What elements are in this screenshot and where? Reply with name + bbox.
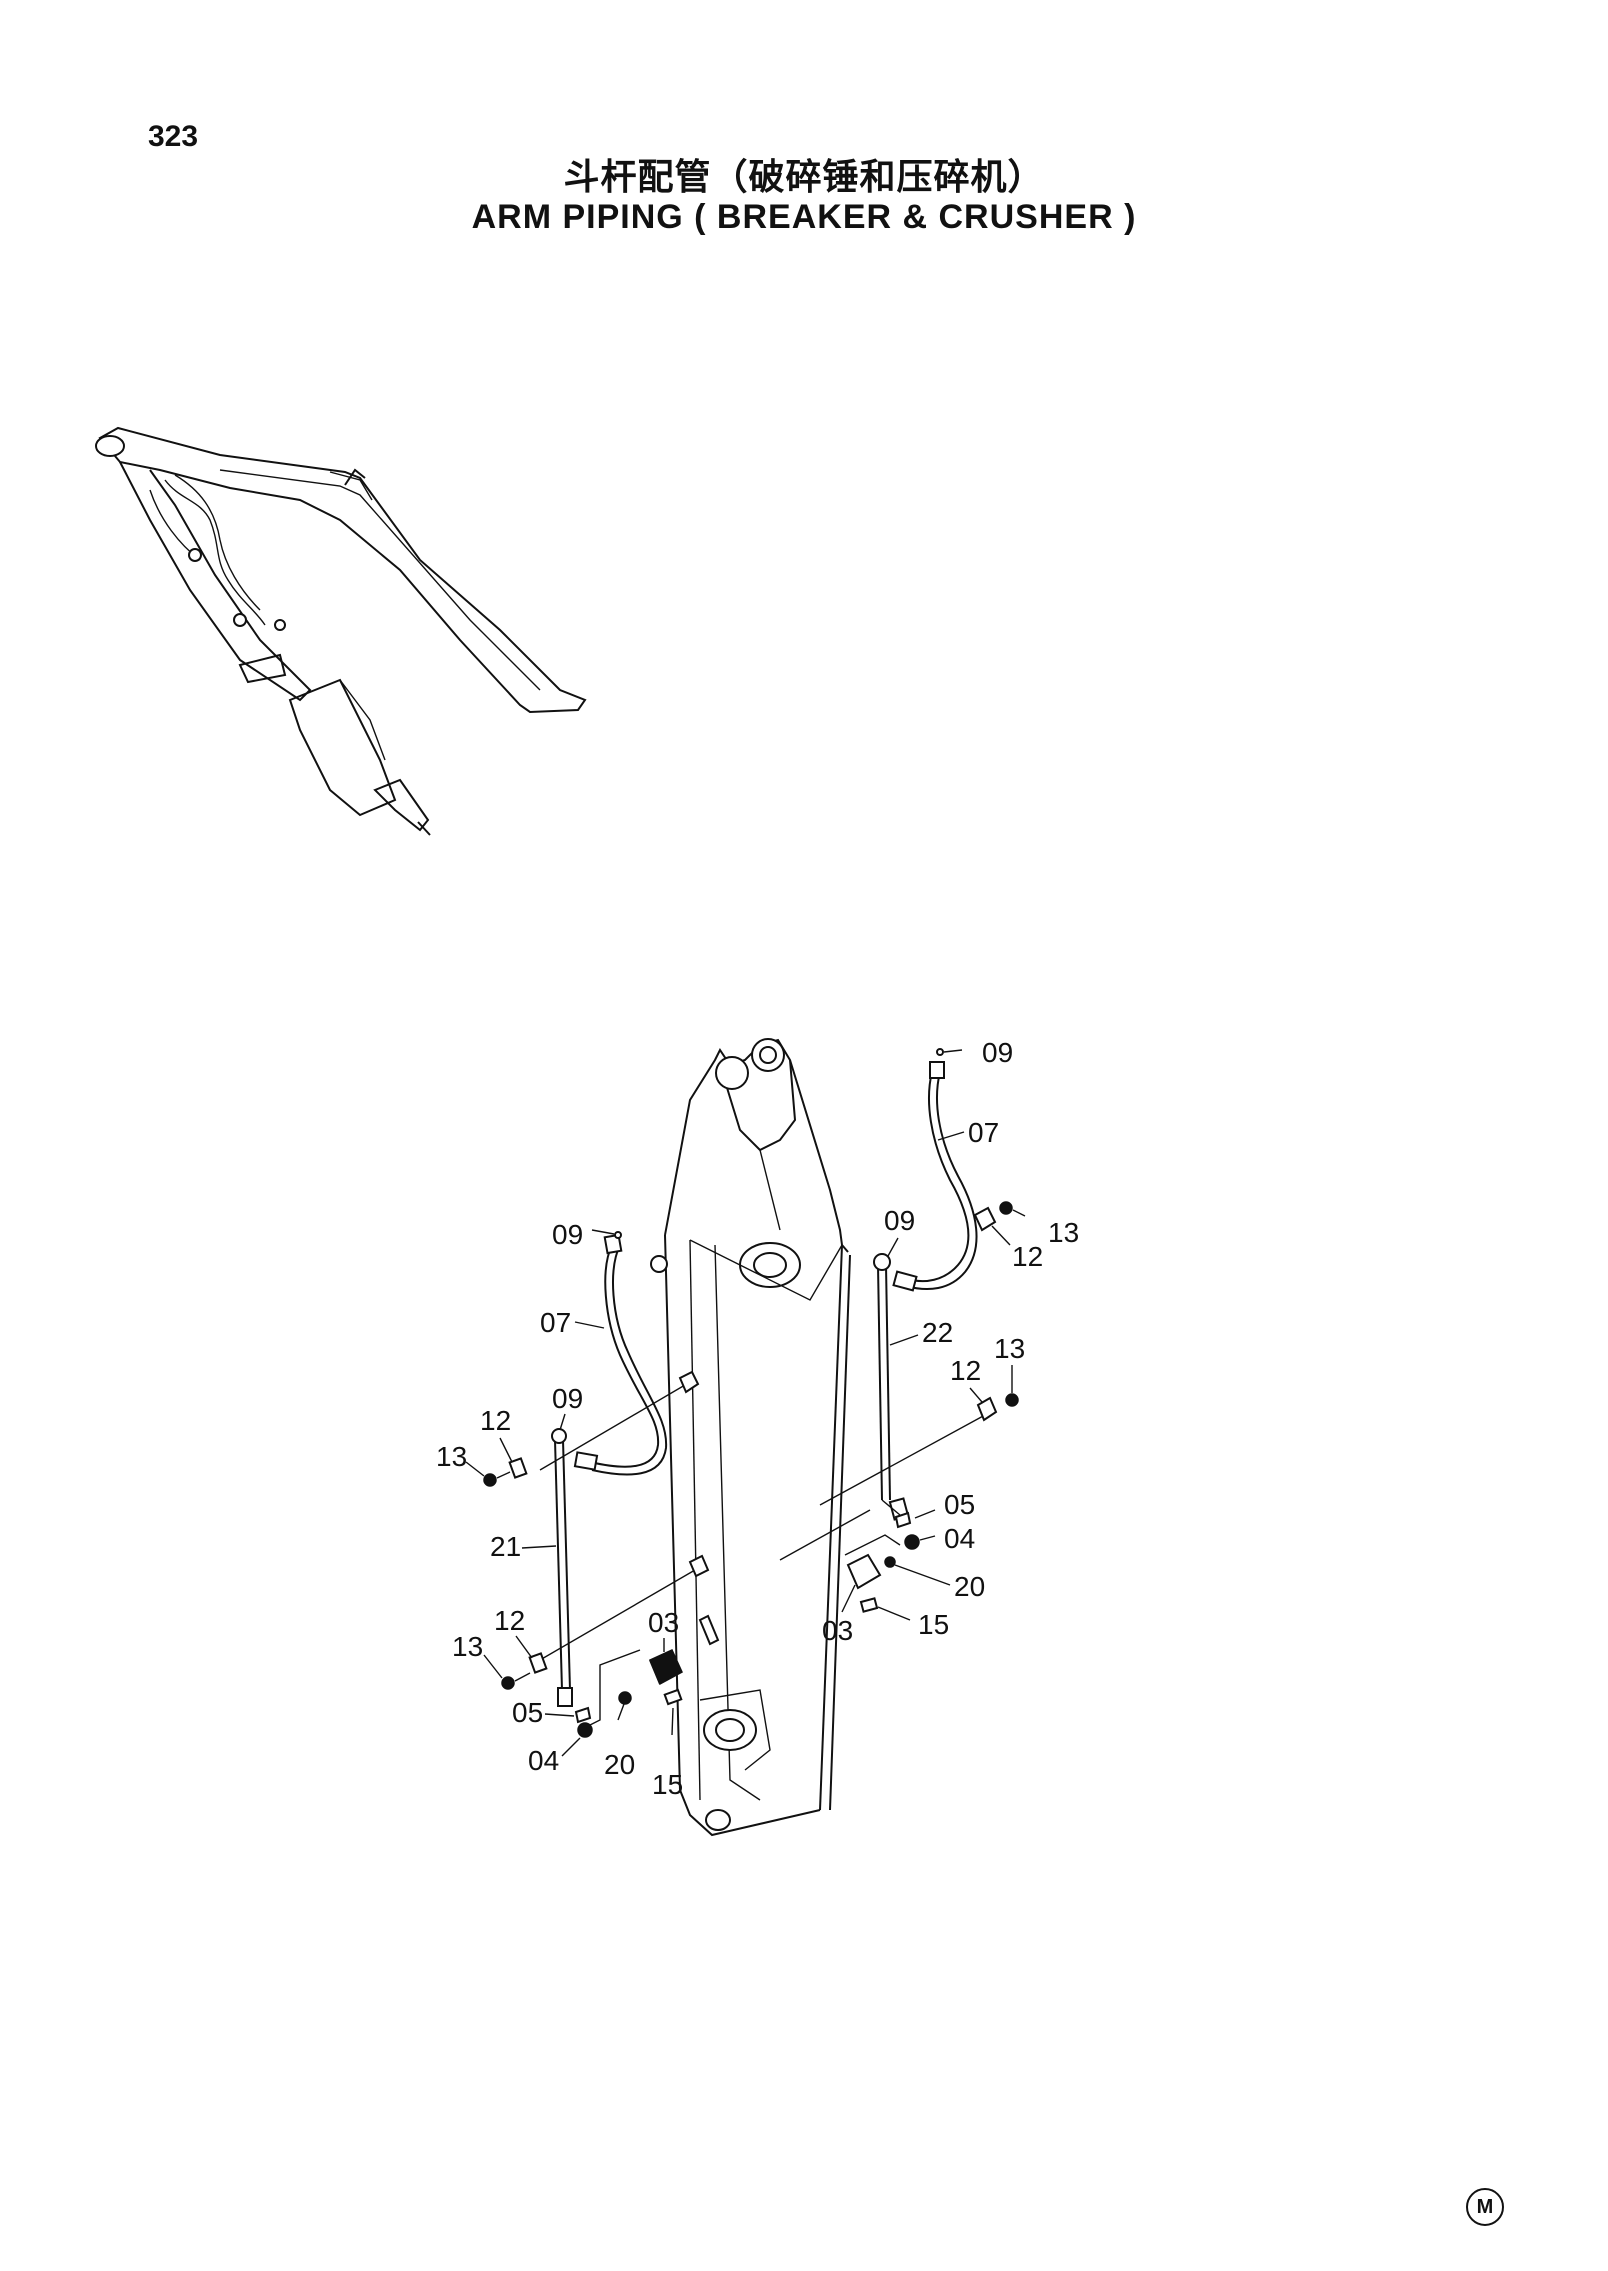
label-05-right: 05 (944, 1489, 975, 1520)
label-09-right: 09 (884, 1205, 915, 1236)
label-07-right: 07 (968, 1117, 999, 1148)
label-04-left: 04 (528, 1745, 559, 1776)
label-13-left-top: 13 (436, 1441, 467, 1472)
label-21: 21 (490, 1531, 521, 1562)
arm-main (650, 1038, 851, 1837)
part-callouts: 09 07 13 12 09 22 13 12 05 04 20 03 15 0… (436, 1037, 1079, 1800)
piping-left (483, 1229, 720, 1738)
page-number: 323 (148, 120, 199, 153)
label-03-left: 03 (648, 1607, 679, 1638)
title-english: ARM PIPING ( BREAKER & CRUSHER ) (471, 198, 1137, 236)
piping-right (779, 1048, 1026, 1621)
label-09-top: 09 (982, 1037, 1013, 1068)
label-13-right-top: 13 (1048, 1217, 1079, 1248)
label-22: 22 (922, 1317, 953, 1348)
label-20-right: 20 (954, 1571, 985, 1602)
label-12-right: 12 (950, 1355, 981, 1386)
label-07-left: 07 (540, 1307, 571, 1338)
label-03-right: 03 (822, 1615, 853, 1646)
overview-sketch (95, 426, 587, 836)
label-12-left-top: 12 (480, 1405, 511, 1436)
label-09-left-top: 09 (552, 1219, 583, 1250)
label-15-left: 15 (652, 1769, 683, 1800)
registered-mark-icon: M (1466, 2188, 1504, 2226)
label-12-right-top: 12 (1012, 1241, 1043, 1272)
label-13-left: 13 (452, 1631, 483, 1662)
title-chinese: 斗杆配管（破碎锤和压碎机） (563, 157, 1045, 198)
label-04-right: 04 (944, 1523, 975, 1554)
label-15-right: 15 (918, 1609, 949, 1640)
label-12-left: 12 (494, 1605, 525, 1636)
label-20-left: 20 (604, 1749, 635, 1780)
label-05-left: 05 (512, 1697, 543, 1728)
label-09-left: 09 (552, 1383, 583, 1414)
label-13-right: 13 (994, 1333, 1025, 1364)
